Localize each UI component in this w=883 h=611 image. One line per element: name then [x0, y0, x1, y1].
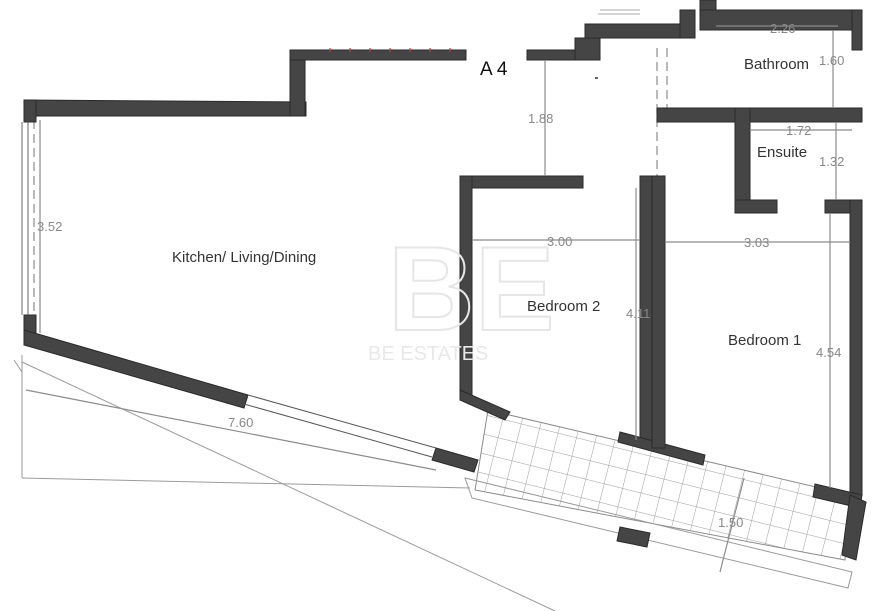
walls — [21, 0, 867, 561]
dim-bedroom2-width: 3.00 — [547, 234, 572, 249]
dim-kitchen-width: 7.60 — [228, 415, 253, 430]
dim-terrace-depth: 1.50 — [718, 515, 743, 530]
watermark-text: BE ESTATES — [368, 343, 488, 365]
window-ticks — [329, 48, 451, 52]
balcony-outline — [13, 355, 556, 611]
room-label-kitchen: Kitchen/ Living/Dining — [172, 249, 316, 266]
dim-ensuite-depth: 1.32 — [819, 154, 844, 169]
dim-bathroom-depth: 1.60 — [819, 53, 844, 68]
dim-bedroom2-depth: 4.11 — [626, 306, 650, 321]
room-label-ensuite: Ensuite — [757, 144, 807, 161]
room-label-bathroom: Bathroom — [744, 56, 809, 73]
room-label-bedroom2: Bedroom 2 — [527, 298, 600, 315]
dashed-guides — [33, 48, 668, 318]
misc-marks — [595, 9, 640, 79]
watermark-logo: BE — [388, 222, 555, 356]
dim-kitchen-depth: 3.52 — [37, 219, 62, 234]
terrace — [464, 409, 853, 589]
room-label-bedroom1: Bedroom 1 — [728, 332, 801, 349]
dim-bathroom-width: 2.26 — [770, 21, 795, 36]
dimension-lines — [25, 25, 852, 573]
dim-bedroom1-width: 3.03 — [744, 235, 769, 250]
watermark: BE BE ESTATES — [368, 221, 556, 365]
dim-ensuite-width: 1.72 — [786, 123, 811, 138]
unit-label: A 4 — [480, 59, 508, 80]
dim-hall-depth: 1.88 — [528, 111, 553, 126]
dim-bedroom1-depth: 4.54 — [816, 345, 841, 360]
